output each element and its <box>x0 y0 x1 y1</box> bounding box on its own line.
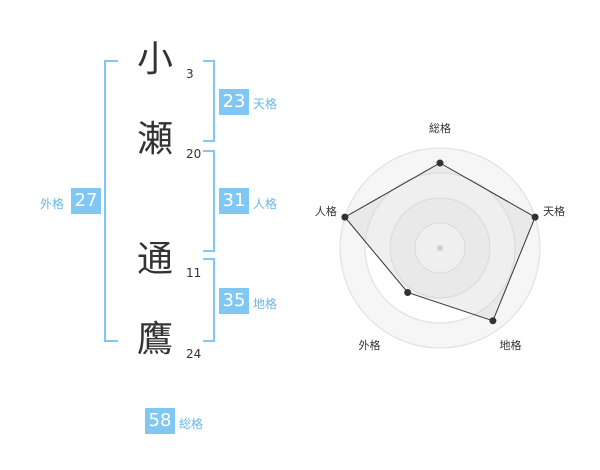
radar-axis-label-2: 天格 <box>543 204 565 218</box>
tenkaku-label: 天格 <box>253 97 278 111</box>
jinkaku-bracket <box>203 150 215 252</box>
soukaku-label: 総格 <box>179 417 204 431</box>
chikaku-bracket <box>203 258 215 342</box>
radar-rings <box>339 147 541 349</box>
radar-axis-label-5: 人格 <box>315 204 337 218</box>
radar-point-1 <box>436 159 444 167</box>
name-char-4: 鷹 <box>136 319 173 360</box>
stroke-count-2: 20 <box>186 147 202 161</box>
radar-polygon <box>344 162 536 322</box>
radar-center <box>437 245 443 251</box>
stroke-count-1: 3 <box>186 67 194 81</box>
chikaku-value: 35 <box>219 288 249 314</box>
jinkaku-value: 31 <box>219 188 249 214</box>
gaikaku-label: 外格 <box>40 197 65 211</box>
radar-point-5 <box>341 213 349 221</box>
jinkaku-label: 人格 <box>253 197 278 211</box>
chikaku-label: 地格 <box>253 297 278 311</box>
radar-point-2 <box>531 213 539 221</box>
radar-point-3 <box>489 317 497 325</box>
name-char-3: 通 <box>136 239 173 280</box>
radar-axis-label-4: 外格 <box>358 338 380 352</box>
soukaku-value: 58 <box>145 408 175 434</box>
tenkaku-bracket <box>203 60 215 142</box>
stroke-count-4: 24 <box>186 347 202 361</box>
name-char-1: 小 <box>136 39 173 80</box>
radar-data-points <box>341 159 539 325</box>
radar-axis-label-1: 総格 <box>429 121 451 135</box>
radar-data-shape <box>344 162 536 322</box>
gaikaku-bracket <box>104 60 118 342</box>
tenkaku-value: 23 <box>219 89 249 115</box>
radar-axis-label-3: 地格 <box>500 338 522 352</box>
radar-point-4 <box>404 288 412 296</box>
stroke-count-3: 11 <box>186 266 202 280</box>
name-char-2: 瀬 <box>136 119 173 160</box>
gaikaku-value: 27 <box>71 188 101 214</box>
